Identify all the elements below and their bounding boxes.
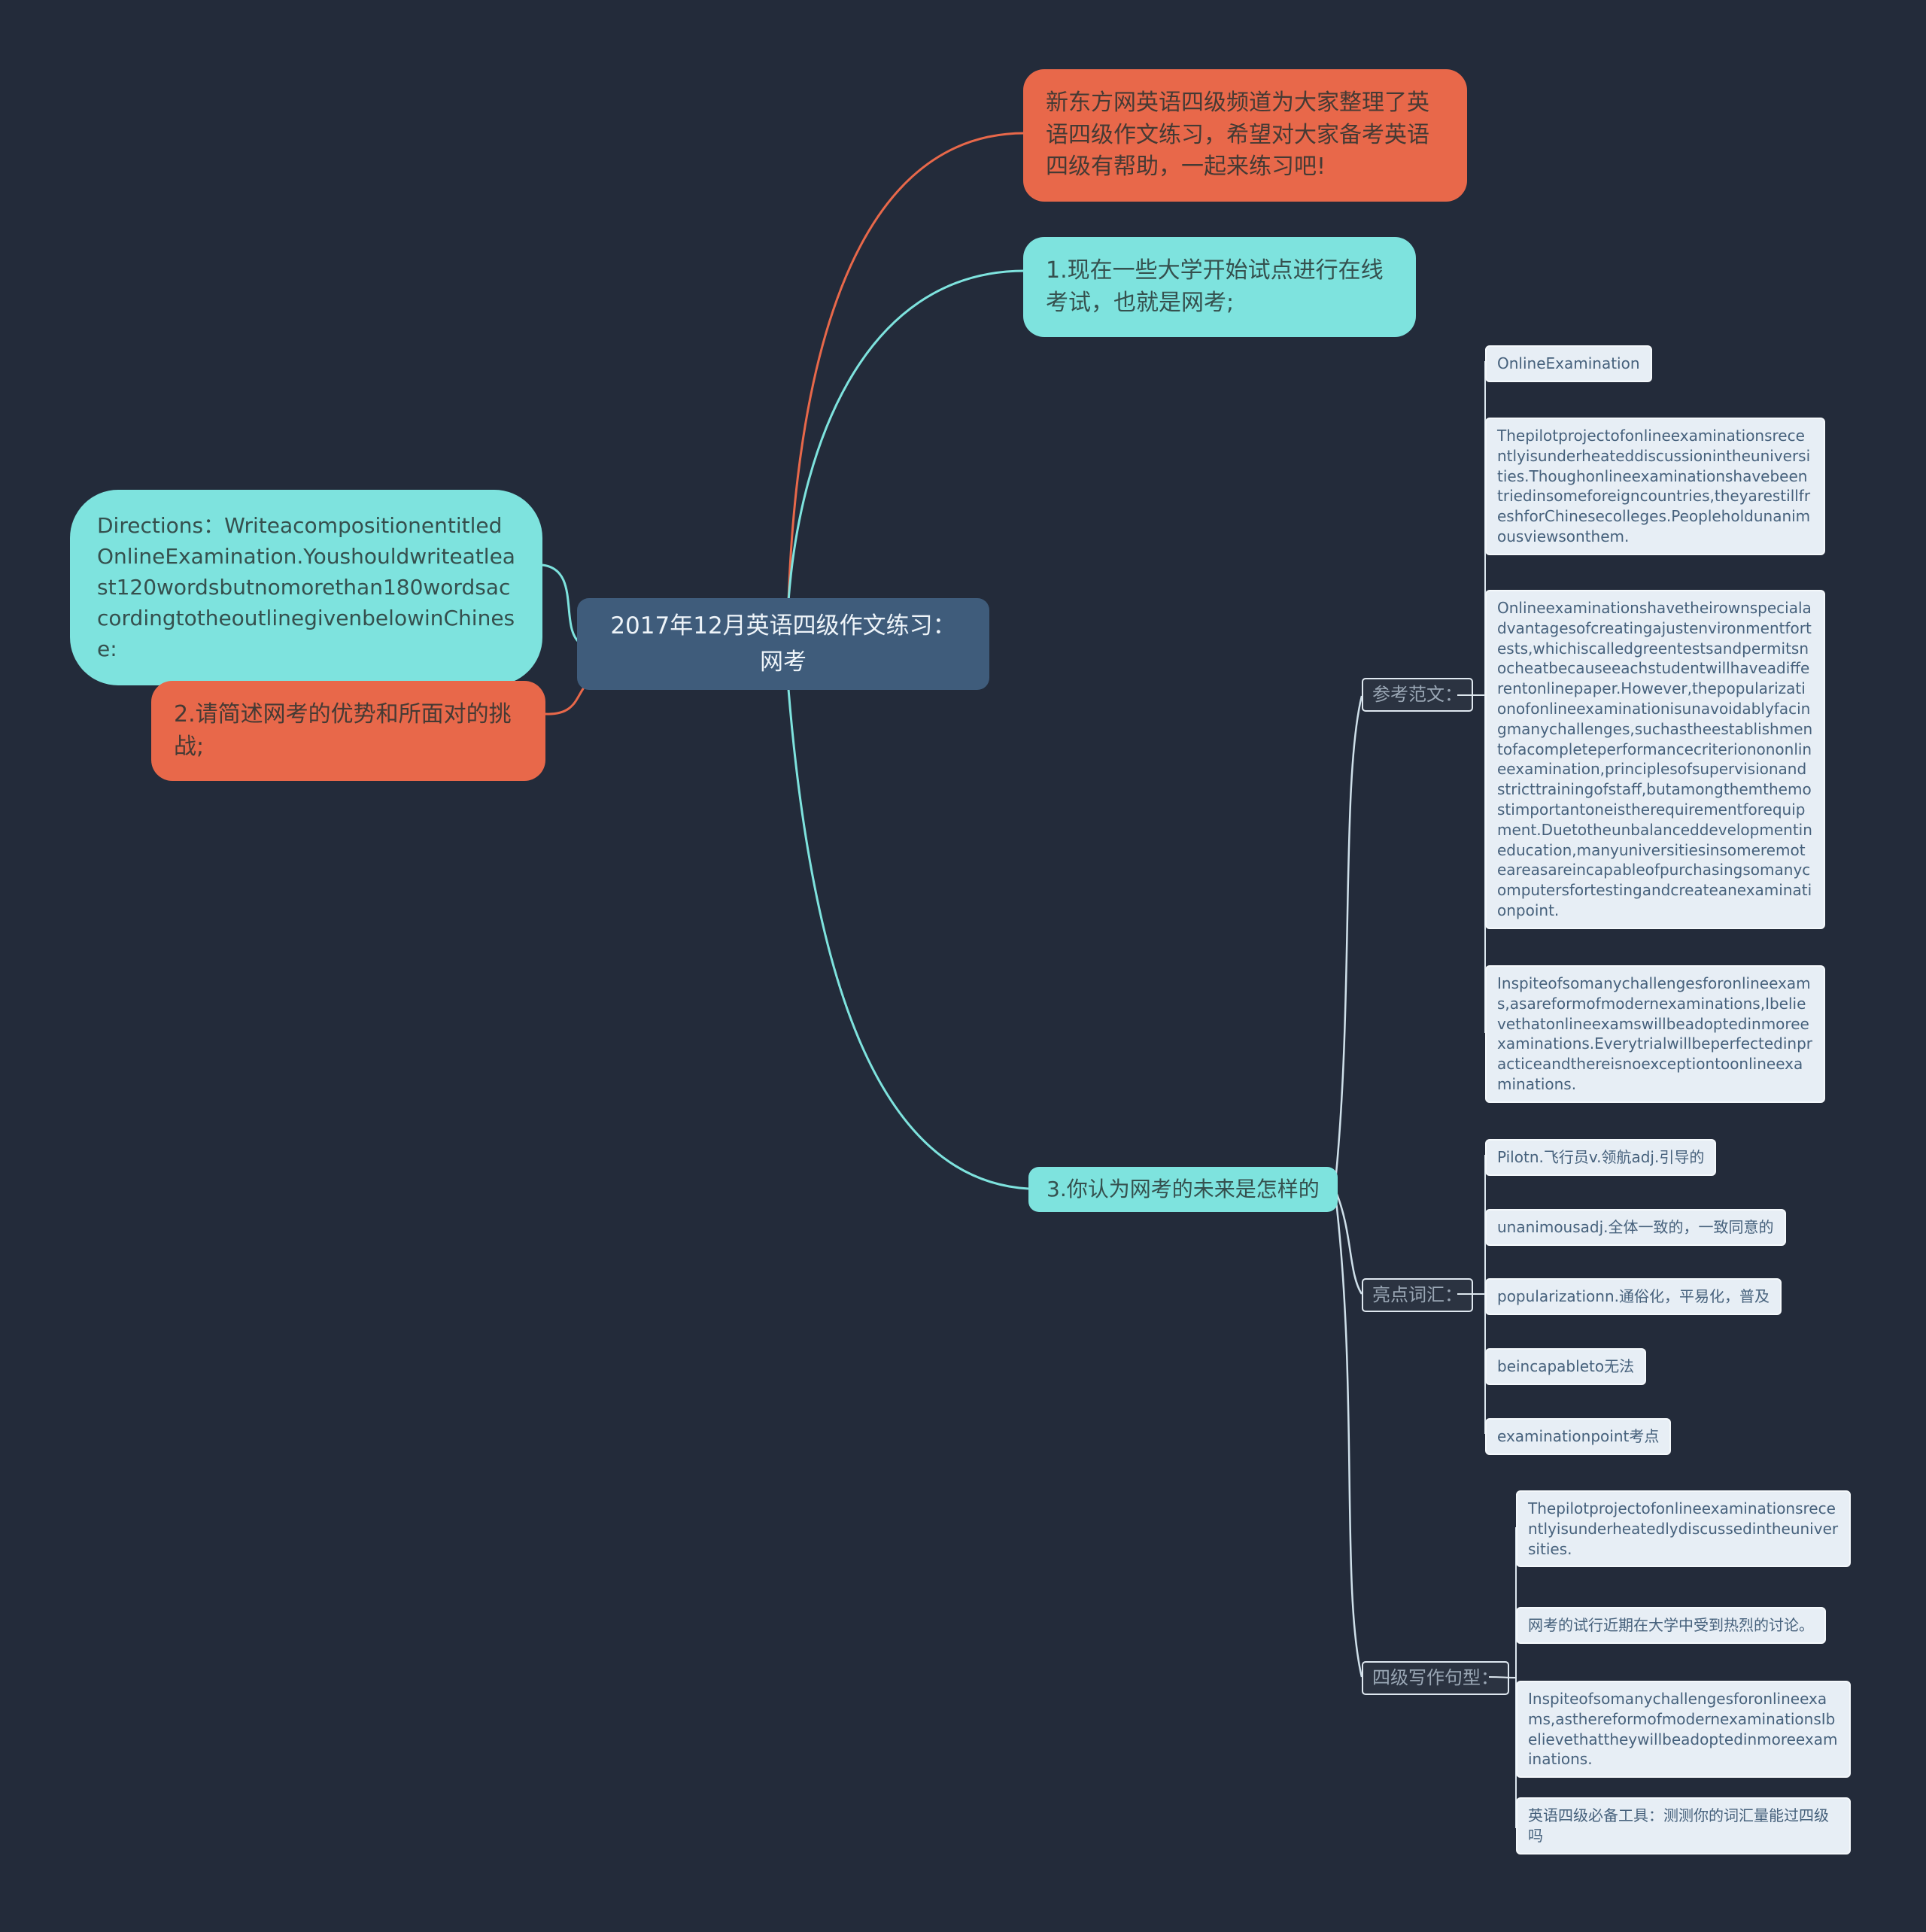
branch-point1[interactable]: 1.现在一些大学开始试点进行在线考试，也就是网考; xyxy=(1023,237,1416,338)
edge-central-point3 xyxy=(787,688,1029,1190)
vocabulary-item-beincapable[interactable]: beincapableto无法 xyxy=(1485,1348,1647,1385)
label-patterns[interactable]: 四级写作句型： xyxy=(1362,1661,1509,1696)
pattern-item-english2[interactable]: Inspiteofsomanychallengesforonlineexams,… xyxy=(1516,1681,1851,1779)
edge-patterns-stub xyxy=(1488,1676,1517,1678)
branch-point2[interactable]: 2.请简述网考的优势和所面对的挑战; xyxy=(151,681,545,782)
branch-intro[interactable]: 新东方网英语四级频道为大家整理了英语四级作文练习，希望对大家备考英语四级有帮助，… xyxy=(1023,69,1467,202)
reference-item-paragraph2[interactable]: Onlineexaminationshavetheirownspecialadv… xyxy=(1485,590,1825,929)
pattern-item-tool[interactable]: 英语四级必备工具：测测你的词汇量能过四级吗 xyxy=(1516,1797,1851,1855)
edge-point3-reference xyxy=(1333,695,1363,1189)
edge-point3-patterns xyxy=(1333,1188,1363,1678)
branch-directions[interactable]: Directions：WriteacompositionentitledOnli… xyxy=(70,490,542,686)
edge-central-point1 xyxy=(787,269,1025,602)
central-topic[interactable]: 2017年12月英语四级作文练习：网考 xyxy=(577,598,989,690)
label-reference[interactable]: 参考范文： xyxy=(1362,678,1473,712)
edge-central-intro xyxy=(787,132,1025,602)
reference-item-paragraph3[interactable]: Inspiteofsomanychallengesforonlineexams,… xyxy=(1485,965,1825,1103)
branch-point3[interactable]: 3.你认为网考的未来是怎样的 xyxy=(1028,1167,1338,1212)
vocabulary-item-popularization[interactable]: popularizationn.通俗化，平易化，普及 xyxy=(1485,1278,1782,1315)
reference-item-title[interactable]: OnlineExamination xyxy=(1485,345,1652,382)
pattern-item-english1[interactable]: Thepilotprojectofonlineexaminationsrecen… xyxy=(1516,1490,1851,1568)
edge-directions-central xyxy=(542,564,581,644)
pattern-item-chinese1[interactable]: 网考的试行近期在大学中受到热烈的讨论。 xyxy=(1516,1607,1826,1644)
label-vocabulary[interactable]: 亮点词汇： xyxy=(1362,1278,1473,1313)
central-topic-label: 2017年12月英语四级作文练习：网考 xyxy=(610,612,956,676)
vocabulary-item-unanimous[interactable]: unanimousadj.全体一致的，一致同意的 xyxy=(1485,1209,1786,1246)
edge-point3-vocabulary xyxy=(1333,1188,1363,1295)
vocabulary-item-pilot[interactable]: Pilotn.飞行员v.领航adj.引导的 xyxy=(1485,1139,1717,1176)
reference-item-paragraph1[interactable]: Thepilotprojectofonlineexaminationsrecen… xyxy=(1485,418,1825,555)
vocabulary-item-examinationpoint[interactable]: examinationpoint考点 xyxy=(1485,1418,1672,1455)
